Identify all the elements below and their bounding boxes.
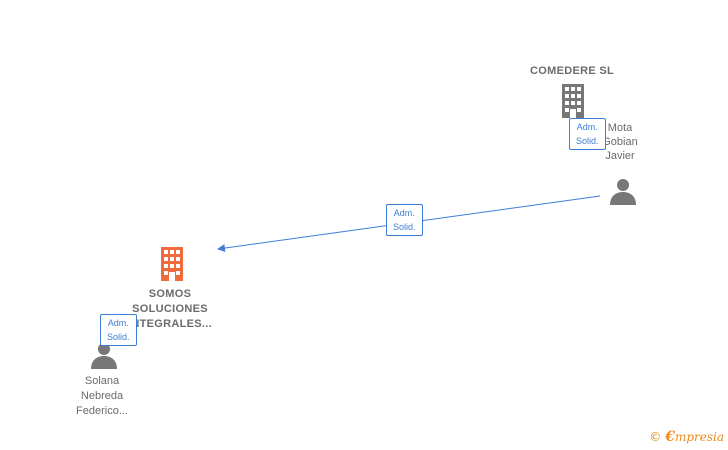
role-badge[interactable]: Adm. Solid. [100,314,137,346]
label-line: Federico... [76,405,128,417]
brand-watermark: © € mpresia [649,429,724,445]
company-label-somos[interactable]: SOMOS SOLUCIONES INTEGRALES... [112,287,228,332]
role-line: Solid. [393,222,416,232]
company-label-comedere[interactable]: COMEDERE SL [530,65,614,77]
label-line: SOMOS [148,288,192,300]
role-line: Adm. [576,122,598,132]
person-label-solana[interactable]: Solana Nebreda Federico... [62,374,142,419]
label-line: Nebreda [80,390,124,402]
building-icon[interactable] [558,84,588,118]
label-line: Mota [607,122,633,134]
brand-name: mpresia [674,430,724,444]
label-line: Gobian [602,136,638,148]
role-badge[interactable]: Adm. Solid. [569,118,606,150]
role-line: Solid. [576,136,599,146]
role-line: Adm. [107,318,129,328]
label-line: INTEGRALES... [128,318,212,330]
person-label-mota[interactable]: Mota Gobian Javier [590,121,650,163]
role-line: Adm. [393,208,415,218]
label-line: SOLUCIONES [132,303,208,315]
brand-initial: € [665,429,675,445]
label-line: Javier [605,150,635,162]
role-badge[interactable]: Adm. Solid. [386,204,423,236]
copyright-icon: © [649,430,662,444]
role-line: Solid. [107,332,130,342]
label-line: Solana [84,375,120,387]
building-icon[interactable] [157,247,187,281]
person-icon[interactable] [89,340,119,370]
person-icon[interactable] [608,176,638,206]
